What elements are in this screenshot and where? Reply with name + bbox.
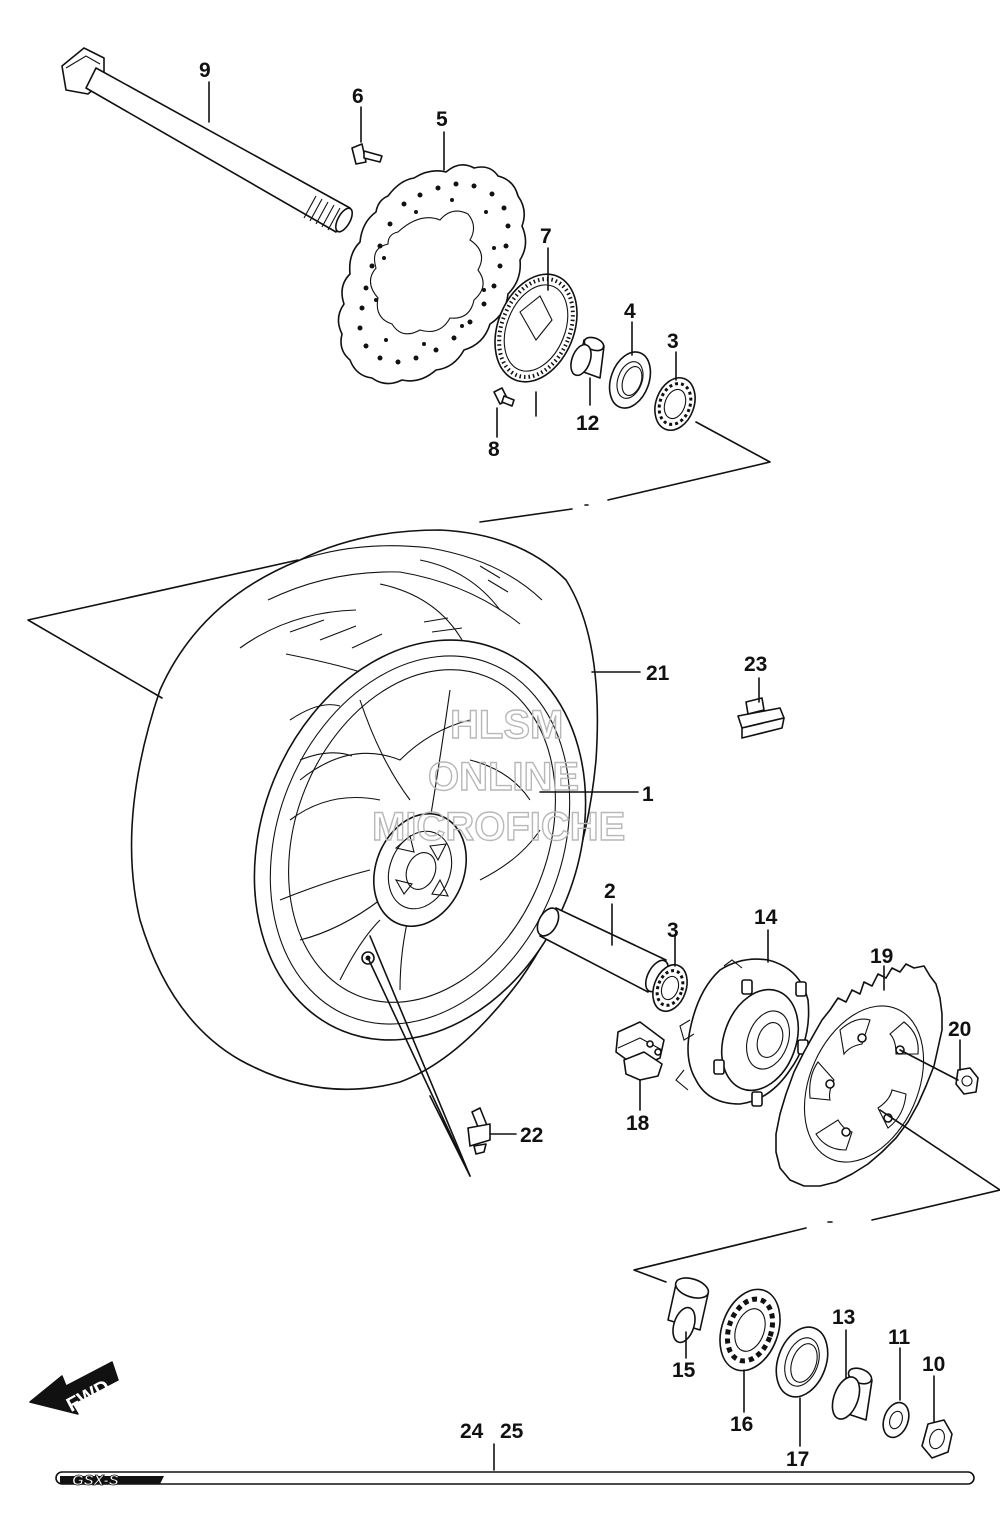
oil-seal-part-4[interactable] [602, 346, 658, 413]
balance-weight-part-23[interactable] [737, 697, 785, 739]
callout-14: 14 [754, 906, 778, 929]
callout-22: 22 [520, 1124, 543, 1147]
callout-6: 6 [352, 85, 364, 108]
callout-18: 18 [626, 1112, 650, 1135]
callout-4: 4 [624, 300, 636, 323]
callout-9: 9 [199, 59, 211, 82]
callout-13: 13 [832, 1306, 855, 1329]
callout-20: 20 [948, 1018, 971, 1041]
leader-lines [208, 81, 961, 1471]
oil-seal-part-17[interactable] [767, 1320, 837, 1404]
callout-3-upper: 3 [667, 330, 679, 353]
spacer-part-12[interactable] [567, 335, 605, 379]
damper-part-18[interactable] [615, 1021, 665, 1081]
callout-16: 16 [730, 1413, 753, 1436]
spacer-tube-part-2[interactable] [533, 905, 673, 996]
callout-23: 23 [744, 653, 767, 676]
axle-nut-part-10[interactable] [921, 1419, 953, 1459]
washer-part-11[interactable] [879, 1399, 914, 1441]
callout-labels: 9 6 5 7 4 3 12 8 21 23 1 2 3 14 19 20 18… [199, 59, 971, 1471]
fwd-arrow-icon: FWD [29, 1361, 119, 1417]
sprocket-part-19[interactable] [775, 963, 947, 1187]
callout-24: 24 [460, 1420, 484, 1443]
callout-2: 2 [604, 880, 616, 903]
callout-25: 25 [500, 1420, 524, 1443]
assembly-line-upper [479, 421, 771, 523]
callout-1: 1 [642, 783, 654, 806]
callout-12: 12 [576, 412, 599, 435]
brake-disc-part-5[interactable] [337, 164, 527, 385]
callout-10: 10 [922, 1353, 945, 1376]
callout-5: 5 [436, 108, 448, 131]
callout-3-lower: 3 [667, 919, 679, 942]
bearing-part-3-upper[interactable] [648, 372, 702, 436]
wheel-rim-part-1[interactable] [196, 590, 643, 1090]
callout-21: 21 [646, 662, 670, 685]
model-bar: GSX-S [55, 1471, 975, 1489]
axle-part-9[interactable] [61, 47, 356, 234]
rotor-screw-part-8[interactable] [493, 387, 515, 407]
spacer-part-13[interactable] [827, 1365, 873, 1422]
sensor-rotor-part-7[interactable] [480, 262, 592, 394]
bearing-part-3-lower[interactable] [647, 960, 693, 1016]
callout-19: 19 [870, 945, 893, 968]
callout-8: 8 [488, 438, 500, 461]
collar-part-15[interactable] [667, 1274, 711, 1345]
callout-7: 7 [540, 225, 552, 248]
disc-bolt-part-6[interactable] [351, 143, 383, 165]
watermark-line-3: MICROFICHE [372, 805, 625, 849]
model-badge: GSX-S [72, 1472, 119, 1489]
watermark-line-1: HLSM [450, 703, 563, 747]
sprocket-drum-part-14[interactable] [675, 958, 812, 1107]
sprocket-nut-part-20[interactable] [955, 1067, 979, 1095]
bearing-part-16[interactable] [709, 1281, 790, 1379]
watermark: HLSM ONLINE MICROFICHE [371, 702, 626, 849]
callout-17: 17 [786, 1448, 809, 1471]
callout-15: 15 [672, 1359, 696, 1382]
callout-11: 11 [888, 1326, 911, 1349]
valve-part-22[interactable] [467, 1107, 491, 1155]
assembly-line-wheel [27, 559, 1000, 1283]
